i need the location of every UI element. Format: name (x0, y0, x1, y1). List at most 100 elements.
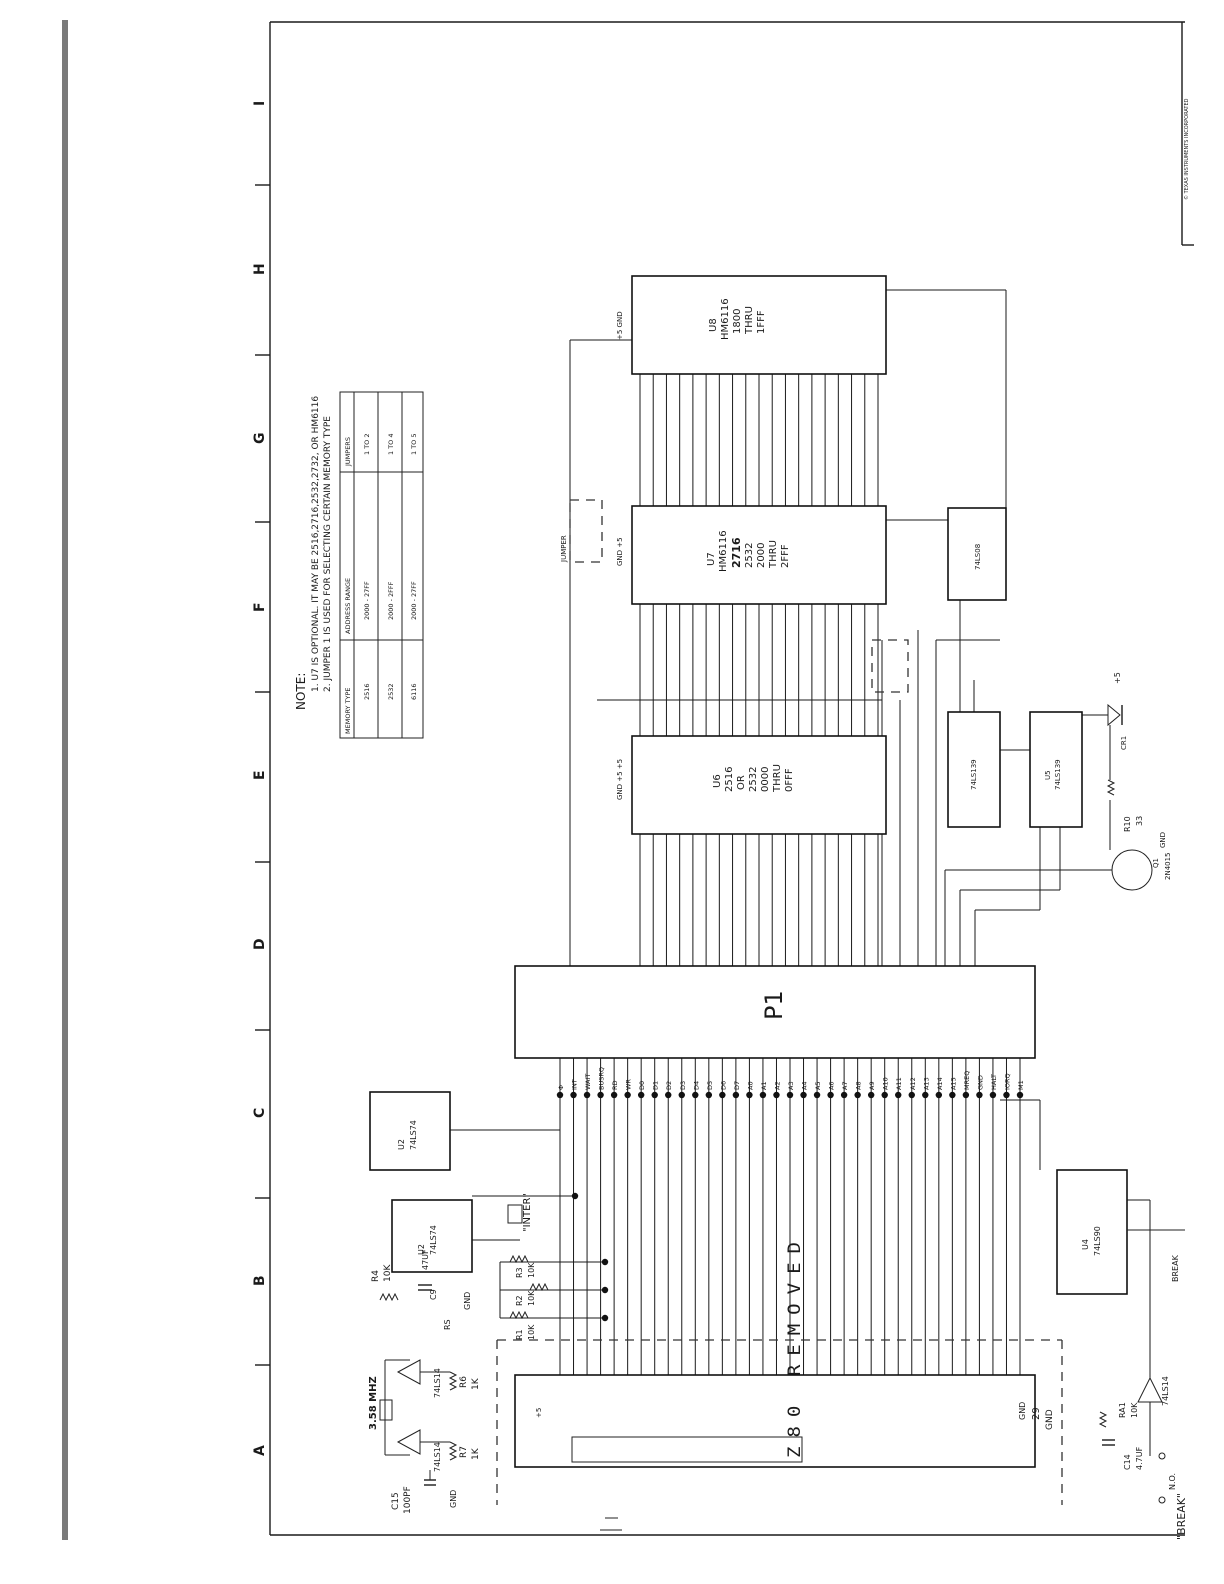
junction-dot (637, 1091, 645, 1099)
osc-inv-1: 74LS14 (433, 1368, 442, 1398)
p1-signal-label: BUSRQ (598, 1067, 606, 1090)
junction-dot (732, 1091, 740, 1099)
junction-dot (827, 1091, 834, 1099)
p1-signal-label: D6 (719, 1081, 727, 1090)
u7-top-pins: GND +5 (616, 537, 624, 566)
table-cell-r1c1: 2516 (363, 683, 371, 700)
p1-signal-label: IORQ (1003, 1073, 1011, 1090)
break-circuit: RA1 10K C14 4.7UF 74LS14 N.O. "BREAK" (1098, 1376, 1188, 1540)
jumper-label: JUMPER (560, 535, 568, 563)
memory-table: MEMORY TYPE ADDRESS RANGE JUMPERS 2516 2… (339, 391, 424, 739)
break-no: N.O. (1168, 1473, 1177, 1490)
u6-line-2: 2532 (748, 767, 759, 792)
osc-inv-2: 74LS14 (433, 1442, 442, 1472)
u6-line-4: THRU (772, 764, 783, 793)
junction-dot (601, 1258, 609, 1266)
grid-letter-b: B (252, 1275, 268, 1286)
p1-signal-label: A13 (922, 1077, 930, 1090)
break-inv: 74LS14 (1161, 1376, 1170, 1406)
u6-line-0: 2516 (724, 767, 735, 792)
decoder2-name: 74LS139 (1054, 759, 1062, 790)
reset-c9v: 47UF (421, 1249, 430, 1270)
u2a-name: U2 (397, 1139, 406, 1150)
u8-line-0: HM6116 (720, 298, 731, 340)
q1-gnd: GND (1159, 832, 1167, 848)
pullup-r2: R2 (515, 1295, 524, 1306)
p1-signal-label: INT (571, 1079, 579, 1090)
table-header-range: ADDRESS RANGE (344, 578, 352, 634)
p1-signal-label: D0 (638, 1081, 646, 1090)
osc-r7: R7 (459, 1446, 469, 1458)
p1-signal-label: Φ (557, 1085, 565, 1090)
led-circuit: CR1 +5 R10 33 Q1 2N4015 GND (1106, 672, 1172, 891)
p1-signal-label: A9 (868, 1081, 876, 1090)
break-c14v: 4.7UF (1135, 1446, 1144, 1470)
pullup-r1: R1 (515, 1329, 524, 1340)
junction-dot (556, 1091, 564, 1099)
u8-name: U8 (708, 318, 719, 332)
table-header-jumpers: JUMPERS (344, 437, 352, 467)
junction-dot (895, 1091, 902, 1099)
u2a-part: 74LS74 (409, 1120, 418, 1150)
p1-signal-label: A12 (909, 1077, 917, 1090)
junction-dot (678, 1091, 685, 1099)
p1-signal-label: A3 (787, 1081, 795, 1090)
grid-letter-c: C (252, 1108, 268, 1118)
osc-c15: C15 (391, 1492, 401, 1510)
note-line-2: 2. JUMPER 1 IS USED FOR SELECTING CERTAI… (323, 416, 333, 692)
q1-part: 2N4015 (1164, 852, 1172, 880)
chip-u7: U7 HM6116 2716 2532 2000 THRU 2FFF GND +… (616, 505, 887, 605)
junction-dot (813, 1091, 821, 1099)
junction-dot (949, 1091, 956, 1099)
osc-c15v: 100PF (403, 1486, 413, 1514)
p1-signal-label: D3 (679, 1081, 687, 1090)
break-signal: BREAK (1171, 1254, 1180, 1282)
u8-line-1: 1800 (732, 309, 743, 334)
osc-r6: R6 (459, 1376, 469, 1388)
osc-r7v: 1K (471, 1447, 481, 1460)
signal-traces (450, 289, 1151, 1456)
junction-dot (935, 1091, 943, 1099)
junction-dot (773, 1091, 780, 1099)
junction-dot (597, 1091, 604, 1099)
led-ref: CR1 (1120, 736, 1128, 750)
grid-letter-d: D (252, 938, 268, 950)
p1-signal-label: RD (611, 1080, 619, 1090)
u6-line-1: OR (736, 775, 747, 790)
jumper-area: JUMPER (560, 499, 909, 693)
pullup-r3: R3 (515, 1267, 524, 1278)
p1-signal-label: D1 (652, 1081, 660, 1090)
p1-signal-label: GND (976, 1075, 984, 1090)
p1-signal-label: M1 (1017, 1080, 1025, 1090)
grid-letter-f: F (252, 602, 268, 612)
junction-dot (610, 1091, 618, 1099)
chip-u6: U6 2516 OR 2532 0000 THRU 0FFF GND +5 +5 (616, 735, 887, 835)
oscillator-circuit: 3.58 MHZ 74LS14 74LS14 R6 1K R7 1K C15 1… (368, 1359, 481, 1514)
p1-signal-label: A1 (760, 1081, 768, 1090)
junction-dot (867, 1091, 875, 1099)
flipflop-u2-a: U2 74LS74 (369, 1091, 451, 1171)
p1-signal-label: A5 (814, 1081, 822, 1090)
junction-dot (800, 1091, 807, 1099)
junction-dot (908, 1091, 915, 1099)
z80-label: Z80 REMOVED (785, 1233, 805, 1458)
p1-signal-label: A10 (882, 1077, 890, 1090)
pullup-r2v: 10K (527, 1290, 536, 1306)
table-cell-r2c2: 2000 - 2FFF (387, 581, 395, 620)
led-vcc: +5 (1113, 672, 1122, 684)
junction-dot (976, 1091, 983, 1099)
r10-val: 33 (1135, 816, 1144, 826)
table-cell-r2c3: 1 TO 4 (387, 434, 395, 456)
grid-letter-e: E (252, 770, 268, 780)
p1-signal-label: A8 (855, 1081, 863, 1090)
u8-line-3: 1FFF (756, 310, 767, 334)
p1-signal-label: A11 (895, 1077, 903, 1090)
p1-signal-label: A4 (801, 1081, 809, 1090)
u7-line-3: 2000 (756, 543, 767, 568)
z80-gnd-pin: 29 (1031, 1407, 1042, 1420)
table-cell-r1c2: 2000 - 27FF (363, 581, 371, 620)
reset-r4v: 10K (383, 1264, 393, 1282)
junction-dot (719, 1091, 726, 1099)
decoder-74ls139-a: 74LS139 (947, 711, 1001, 828)
